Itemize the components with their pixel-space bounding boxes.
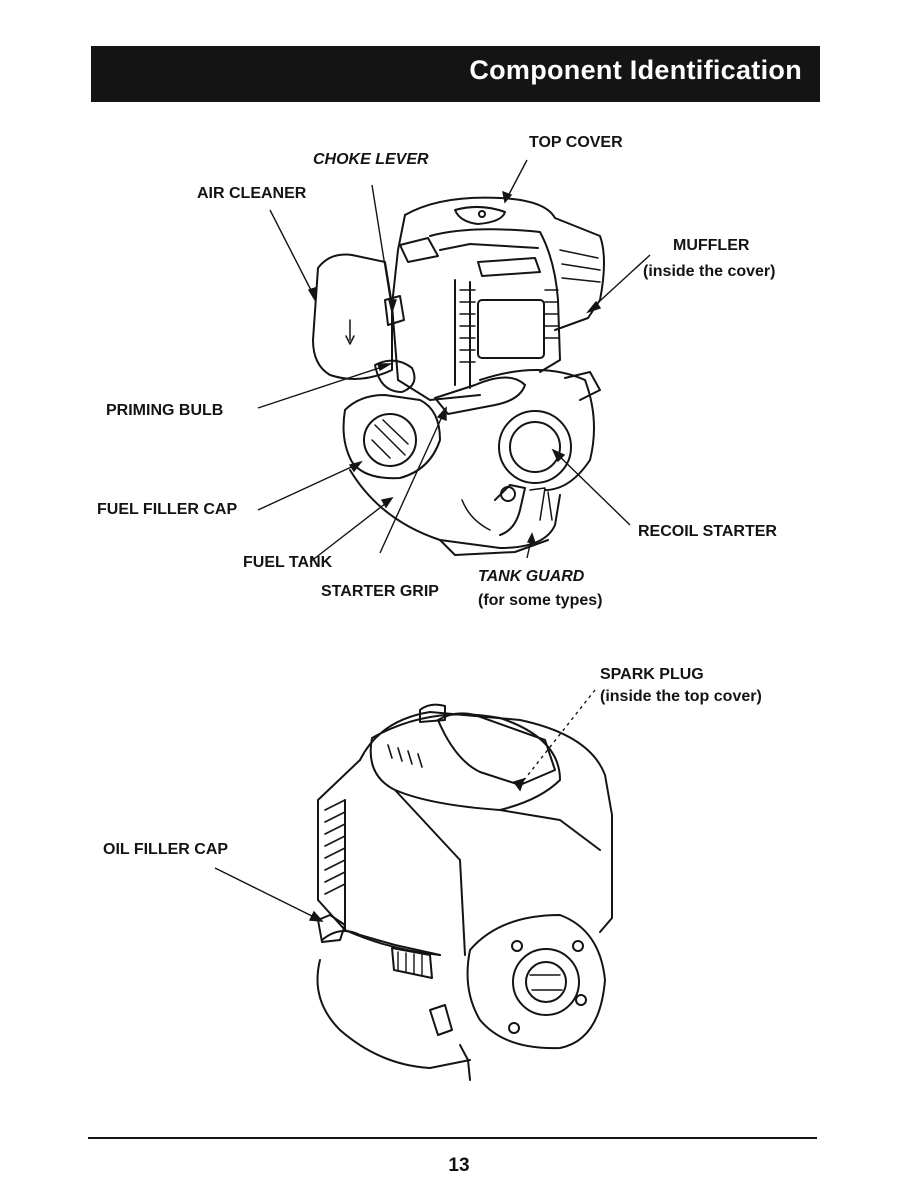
footer-rule	[88, 1137, 817, 1139]
choke-lever-label: CHOKE LEVER	[313, 151, 429, 168]
page-title: Component Identification	[469, 55, 802, 85]
engine-rear-illustration	[316, 703, 613, 1081]
top-cover-label: TOP COVER	[529, 134, 623, 151]
spark-plug-note: (inside the top cover)	[600, 688, 762, 705]
engine-front-illustration	[312, 196, 605, 556]
fuel-tank-label: FUEL TANK	[243, 554, 333, 571]
figure1-leader-lines	[257, 159, 651, 563]
spark-plug-label: SPARK PLUG (inside the top cover)	[600, 665, 762, 707]
tank-guard-label: TANK GUARD (for some types)	[478, 567, 602, 611]
title-bar: Component Identification	[91, 46, 820, 102]
figure2-leader-lines	[214, 689, 596, 922]
muffler-title: MUFFLER	[673, 237, 750, 254]
spark-plug-title: SPARK PLUG	[600, 666, 704, 683]
starter-grip-label: STARTER GRIP	[321, 583, 439, 600]
muffler-note: (inside the cover)	[643, 263, 776, 280]
air-cleaner-label: AIR CLEANER	[197, 185, 307, 202]
recoil-starter-label: RECOIL STARTER	[638, 523, 777, 540]
oil-filler-cap-label: OIL FILLER CAP	[103, 841, 229, 858]
fuel-filler-cap-label: FUEL FILLER CAP	[97, 501, 238, 518]
priming-bulb-label: PRIMING BULB	[106, 402, 224, 419]
tank-guard-note: (for some types)	[478, 592, 603, 609]
muffler-label: MUFFLER (inside the cover)	[643, 236, 775, 282]
page-number: 13	[448, 1155, 470, 1176]
tank-guard-title: TANK GUARD	[478, 568, 585, 585]
